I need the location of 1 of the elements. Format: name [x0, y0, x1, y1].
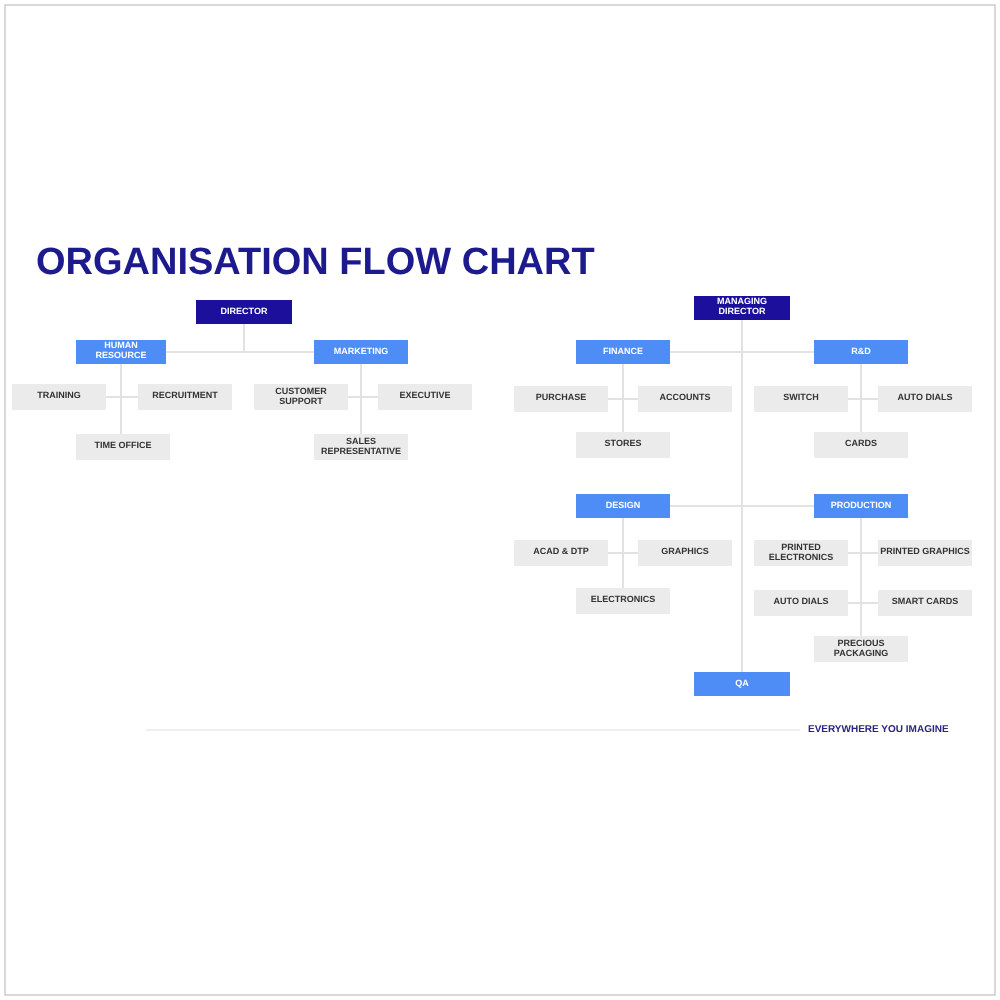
- chart-title: ORGANISATION FLOW CHART: [36, 244, 595, 282]
